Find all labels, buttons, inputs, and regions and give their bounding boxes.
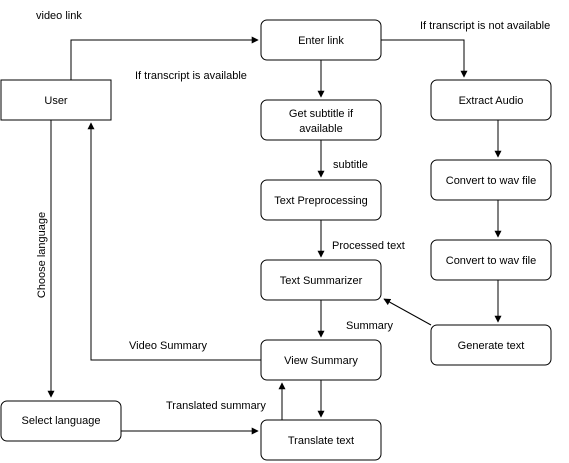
node-translate-text-label: Translate text: [288, 435, 354, 447]
label-transcript-not-available: If transcript is not available: [420, 20, 550, 32]
node-convert-wav-2: Convert to wav file: [430, 239, 552, 281]
node-get-subtitle: Get subtitle if available: [260, 99, 382, 141]
label-video-summary: Video Summary: [129, 340, 208, 352]
edge-generate-text-to-summarizer: [383, 298, 432, 326]
label-subtitle: subtitle: [333, 159, 368, 171]
node-user-label: User: [44, 95, 68, 107]
label-video-link: video link: [36, 10, 82, 22]
node-enter-link: Enter link: [260, 19, 382, 61]
label-transcript-available: If transcript is available: [135, 70, 247, 82]
node-generate-text-label: Generate text: [458, 340, 525, 352]
node-user: User: [0, 79, 112, 121]
label-processed-text: Processed text: [332, 240, 405, 252]
edge-view-summary-to-user: [87, 122, 261, 361]
edge-user-to-enter-link: [70, 36, 259, 80]
node-convert-wav-1-label: Convert to wav file: [446, 175, 536, 187]
node-view-summary-label: View Summary: [284, 355, 358, 367]
node-enter-link-label: Enter link: [298, 35, 344, 47]
node-extract-audio-label: Extract Audio: [459, 95, 524, 107]
node-select-language: Select language: [0, 400, 122, 442]
node-extract-audio: Extract Audio: [430, 79, 552, 121]
node-text-summarizer: Text Summarizer: [260, 259, 382, 301]
node-text-preprocessing-label: Text Preprocessing: [274, 195, 368, 207]
label-summary: Summary: [346, 320, 394, 332]
node-text-summarizer-label: Text Summarizer: [280, 275, 363, 287]
label-translated-summary: Translated summary: [166, 400, 266, 412]
node-convert-wav-2-label: Convert to wav file: [446, 255, 536, 267]
node-convert-wav-1: Convert to wav file: [430, 159, 552, 201]
node-text-preprocessing: Text Preprocessing: [260, 179, 382, 221]
node-select-language-label: Select language: [22, 415, 101, 427]
node-view-summary: View Summary: [260, 339, 382, 381]
node-generate-text: Generate text: [430, 324, 552, 366]
label-choose-language: Choose language: [36, 212, 48, 298]
node-get-subtitle-label-line2: available: [299, 123, 342, 135]
edge-enter-link-to-extract-audio: [381, 39, 468, 78]
node-get-subtitle-label-line1: Get subtitle if: [289, 108, 354, 120]
node-translate-text: Translate text: [260, 419, 382, 461]
